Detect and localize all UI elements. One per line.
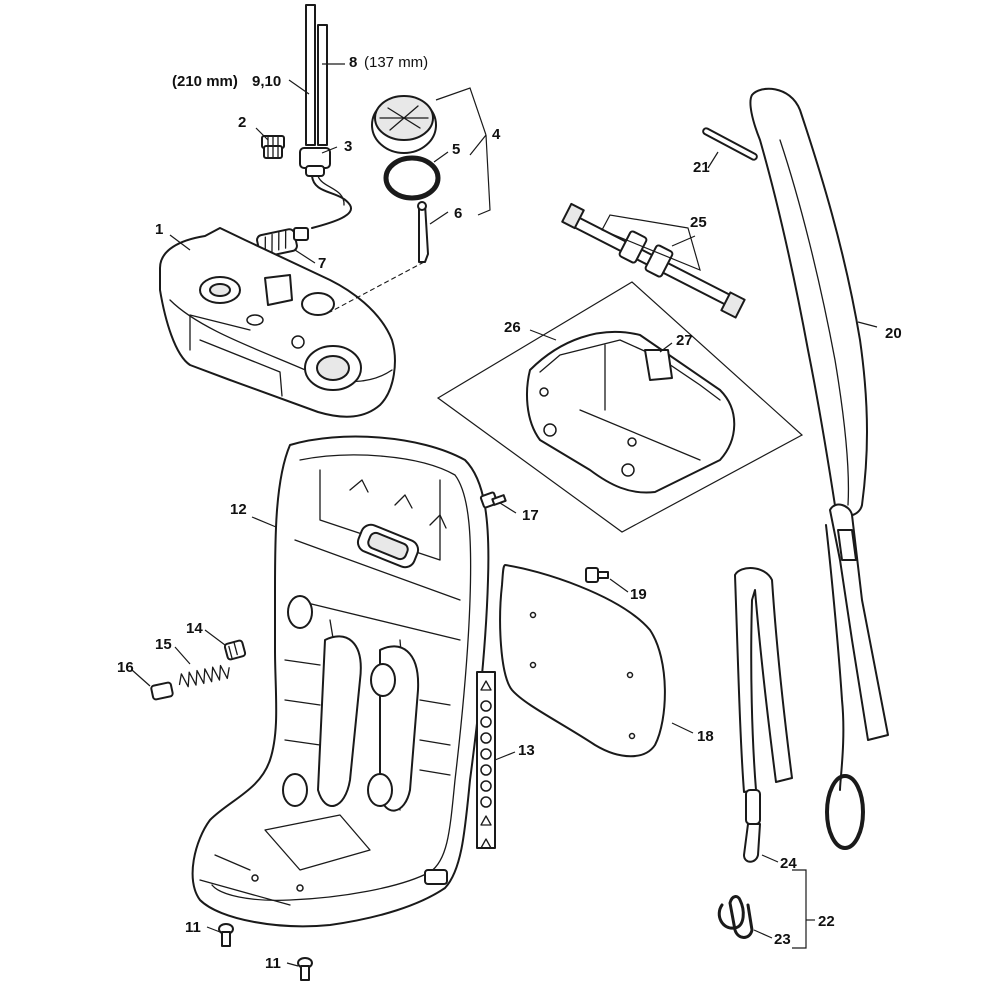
part-label-25: 25 — [690, 214, 707, 231]
pickup-body-part-3 — [299, 147, 352, 229]
part-label-16: 16 — [117, 659, 134, 676]
o-ring-part-4 — [383, 155, 441, 201]
backplate-frame-part-12 — [191, 435, 490, 928]
plug-part-2 — [261, 135, 285, 159]
screw-part-11-b — [297, 957, 313, 981]
part-label-18: 18 — [697, 728, 714, 745]
part-label-17: 17 — [522, 507, 539, 524]
part-label-14: 14 — [186, 620, 203, 637]
part-label-22: 22 — [818, 913, 835, 930]
label-strip-part-13 — [476, 671, 496, 849]
part-label-11-b: 11 — [265, 955, 281, 972]
part-label-9-10: 9,10 — [252, 73, 282, 90]
part-label-2: 2 — [238, 114, 247, 131]
spring-part-15 — [178, 664, 230, 688]
part-label-4: 4 — [492, 126, 501, 143]
shoulder-strap-part-20 — [749, 87, 889, 850]
hip-strap-part-22 — [734, 567, 793, 863]
part-label-6: 6 — [454, 205, 463, 222]
back-pad-part-18 — [499, 564, 666, 758]
part-label-7: 7 — [318, 255, 327, 272]
part-label-1: 1 — [155, 221, 164, 238]
hook-clip-part-23 — [717, 895, 754, 939]
vent-part-6 — [417, 201, 429, 263]
fuel-tank-part-1 — [159, 227, 396, 418]
part-label-19: 19 — [630, 586, 647, 603]
nut-part-14 — [223, 639, 247, 661]
screw-part-19 — [585, 567, 609, 583]
part-label-24: 24 — [780, 855, 797, 872]
screw-part-11-a — [218, 923, 234, 947]
part-label-21: 21 — [693, 159, 710, 176]
part-label-20: 20 — [885, 325, 902, 342]
part-label-23: 23 — [774, 931, 791, 948]
part-8-length: (137 mm) — [364, 54, 429, 71]
part-label-27: 27 — [676, 332, 693, 349]
bush-part-16 — [150, 681, 174, 701]
part-label-12: 12 — [230, 501, 247, 518]
part-label-8: 8 — [349, 54, 358, 71]
part-9-10-length: (210 mm) — [172, 73, 238, 90]
part-label-3: 3 — [344, 138, 353, 155]
screw-part-17 — [479, 491, 507, 509]
part-label-13: 13 — [518, 742, 535, 759]
pin-part-21 — [702, 127, 758, 161]
part-label-5: 5 — [452, 141, 461, 158]
part-label-15: 15 — [155, 636, 172, 653]
fuel-lines — [305, 4, 328, 146]
holder-box-part-26 — [526, 331, 736, 494]
part-label-26: 26 — [504, 319, 521, 336]
leader-lines — [131, 63, 878, 967]
part-label-11-a: 11 — [185, 919, 201, 936]
strap-buckle-part-25 — [561, 202, 746, 319]
cap-part-5 — [371, 95, 437, 154]
